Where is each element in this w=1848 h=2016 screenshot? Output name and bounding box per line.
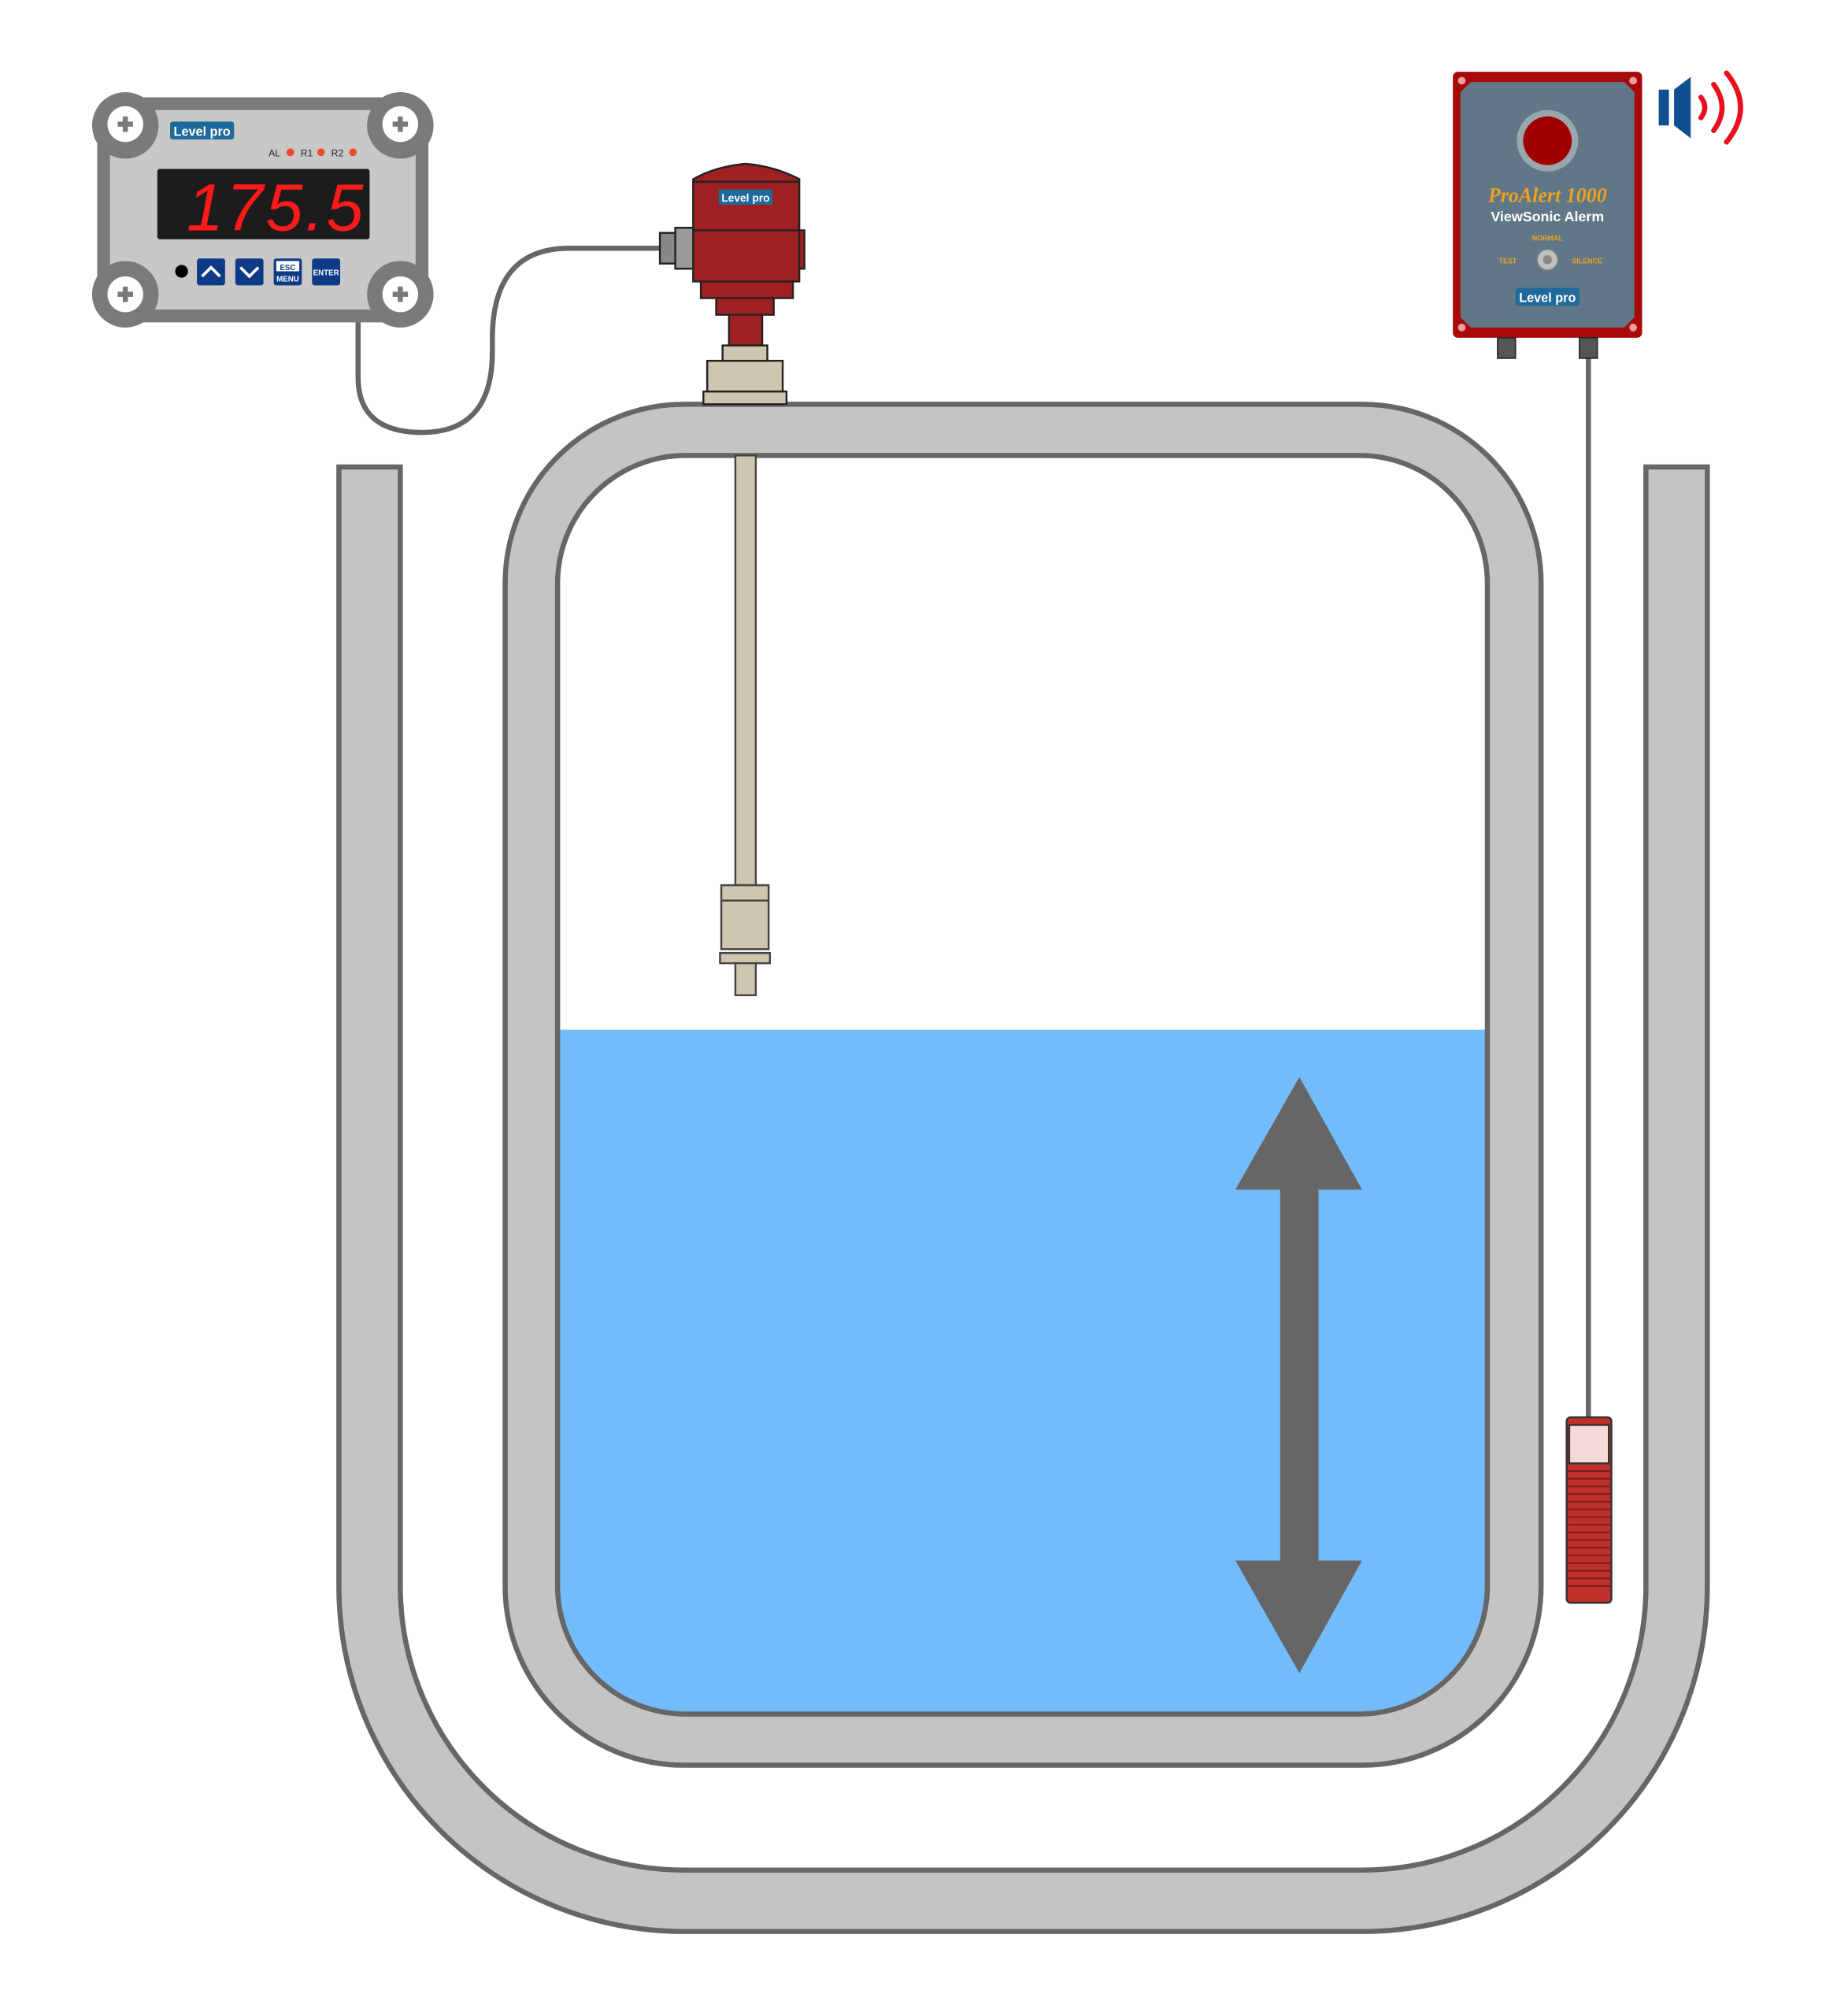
status-dot [175,265,188,278]
svg-text:ENTER: ENTER [313,269,339,277]
chevron-up-icon [201,265,221,278]
chevron-down-icon [239,266,260,279]
indicator-label-r1: R1 [301,147,313,158]
water [557,1029,1487,1714]
alarm-subtitle: ViewSonic Alerm [1491,209,1604,224]
indicator-label-r2: R2 [331,147,344,158]
alarm-box: ProAlert 1000 ViewSonic Alerm NORMAL TES… [1453,72,1642,359]
outer-u-channel [336,464,1710,1934]
led-al [286,148,294,157]
esc-menu-button[interactable]: ESC MENU [273,258,302,286]
indicator-label-al: AL [268,147,280,158]
float-switch [1565,1416,1613,1604]
panel-meter: Level pro AL R1 R2 175.5 ESC MENU ENTER [91,92,434,328]
normal-label: NORMAL [1532,234,1564,242]
svg-text:ESC: ESC [280,264,295,272]
level-reading: 175.5 [187,170,366,244]
double-arrow-vertical-icon [1235,1077,1362,1673]
alarm-logo: Level pro [1519,291,1576,305]
test-label: TEST [1499,258,1517,265]
test-silence-switch[interactable] [1536,249,1559,271]
speaker-sound-icon [1658,70,1743,145]
magnetostrictive-probe [719,454,771,996]
silence-label: SILENCE [1572,258,1602,265]
alarm-title: ProAlert 1000 [1487,184,1607,207]
svg-text:Level pro: Level pro [721,192,769,204]
transmitter-logo: Level pro [718,189,773,205]
alarm-beacon [1523,116,1572,165]
led-r2 [349,148,357,157]
led-r1 [317,148,325,157]
signal-cable [355,245,661,435]
led-screen [157,169,370,239]
up-button[interactable] [197,258,225,286]
svg-text:MENU: MENU [276,275,299,284]
down-button[interactable] [235,258,264,286]
meter-logo: Level pro [174,124,231,139]
enter-button[interactable]: ENTER [312,258,341,286]
